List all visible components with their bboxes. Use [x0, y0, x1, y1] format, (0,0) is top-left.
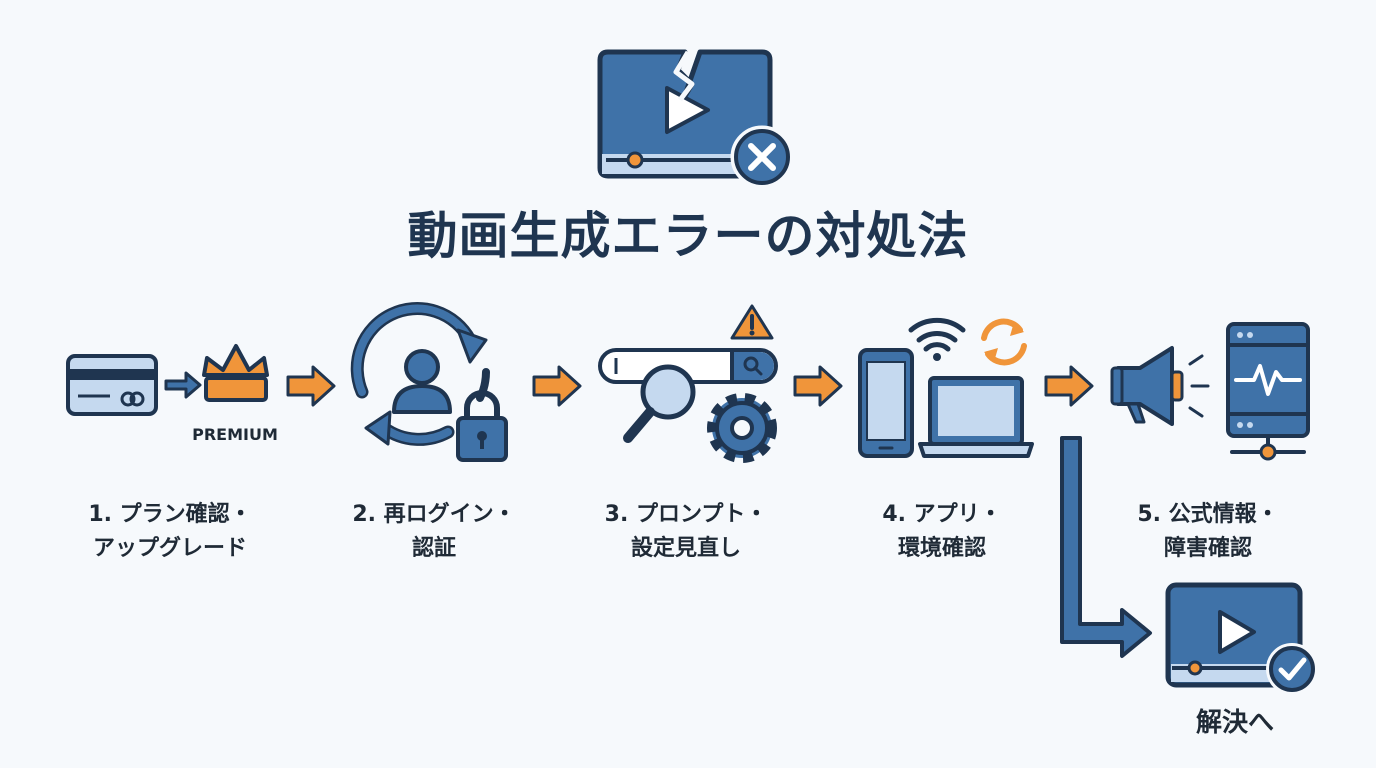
broken-video-error-icon [597, 49, 794, 189]
search-bar-icon [598, 348, 778, 384]
premium-badge: PREMIUM [192, 425, 278, 444]
small-arrow-icon [164, 371, 202, 399]
magnifier-icon [623, 364, 696, 443]
megaphone-icon [1110, 346, 1210, 426]
result-label: 解決へ [1195, 708, 1274, 738]
server-icon [1226, 322, 1310, 461]
step-1-label: 1. プラン確認・ アップグレード [40, 498, 300, 566]
video-success-icon [1165, 582, 1318, 695]
gear-icon [707, 393, 777, 463]
step-3-label: 3. プロンプト・ 設定見直し [556, 498, 816, 566]
step-2-label-line1: 2. 再ログイン・ [352, 502, 516, 527]
step-4-label-line1: 4. アプリ・ [882, 502, 1002, 527]
sync-icon [981, 318, 1027, 366]
wifi-icon [908, 317, 966, 361]
flow-arrow-3 [793, 365, 843, 407]
step-2-label: 2. 再ログイン・ 認証 [304, 498, 564, 566]
flow-arrow-1 [286, 365, 336, 407]
step-1-label-line2: アップグレード [92, 536, 247, 561]
crown-icon [202, 344, 269, 402]
step-4-label: 4. アプリ・ 環境確認 [812, 498, 1072, 566]
refresh-arrows-icon [350, 302, 490, 446]
smartphone-icon [858, 348, 914, 458]
step-3-label-line1: 3. プロンプト・ [604, 502, 768, 527]
step-1-label-line1: 1. プラン確認・ [88, 502, 252, 527]
step-4-label-line2: 環境確認 [897, 536, 986, 561]
warning-icon [730, 304, 774, 340]
flow-arrow-4 [1044, 365, 1094, 407]
lock-icon [456, 390, 508, 462]
credit-card-icon [66, 354, 158, 416]
laptop-icon [918, 376, 1034, 458]
step-3-label-line2: 設定見直し [630, 536, 741, 561]
step-5-label-line2: 障害確認 [1163, 536, 1252, 561]
step-5-label: 5. 公式情報・ 障害確認 [1078, 498, 1338, 566]
flow-arrow-2 [532, 365, 582, 407]
user-icon [392, 349, 452, 414]
step-2-label-line2: 認証 [411, 536, 456, 561]
result-arrow [1060, 436, 1152, 658]
page-title: 動画生成エラーの対処法 [407, 207, 969, 265]
step-5-label-line1: 5. 公式情報・ [1137, 502, 1279, 527]
